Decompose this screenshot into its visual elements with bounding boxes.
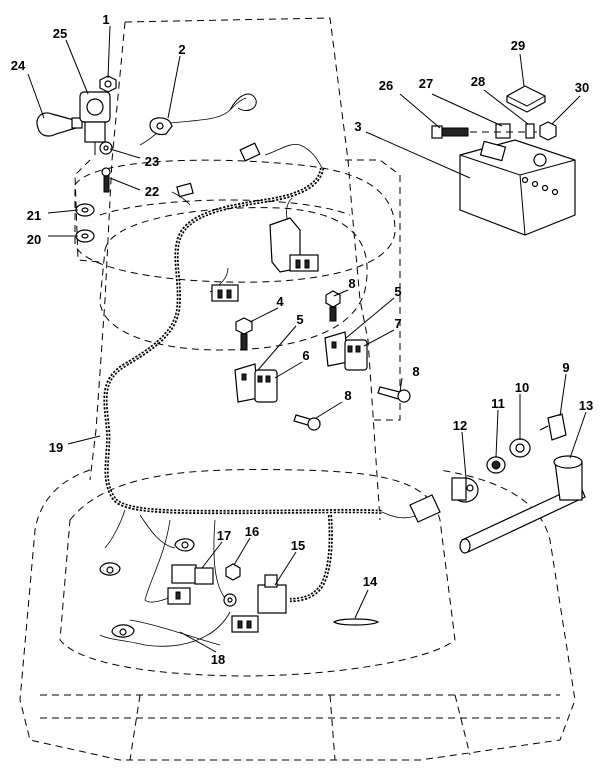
callout-8-lower: 8	[344, 388, 351, 403]
nut	[99, 75, 117, 93]
callout-21: 21	[27, 208, 41, 223]
callout-15: 15	[291, 538, 305, 553]
lock-washer	[75, 203, 95, 217]
callout-30: 30	[575, 80, 589, 95]
fuse	[332, 618, 380, 626]
brake-switch	[231, 574, 287, 633]
fuse-holder	[167, 564, 214, 605]
switch-washer	[486, 456, 506, 474]
ignition-key	[36, 112, 83, 137]
callout-7: 7	[394, 316, 401, 331]
callout-24: 24	[11, 58, 26, 73]
switch-nut	[509, 438, 531, 458]
callout-17: 17	[217, 528, 231, 543]
callout-18: 18	[211, 652, 225, 667]
callout-numbers: 1 2 3 4 5 5 6 7 8 8 8 9 10 11 12 13 14 1…	[11, 12, 593, 667]
callout-13: 13	[579, 398, 593, 413]
terminal-nut	[539, 121, 557, 141]
screw-lower	[293, 414, 321, 431]
callout-14: 14	[363, 574, 378, 589]
screw	[101, 167, 111, 193]
screw-top	[325, 290, 341, 322]
light-switch	[451, 477, 479, 503]
switch-bracket-right	[324, 331, 349, 367]
callout-11: 11	[491, 396, 505, 411]
callout-6: 6	[302, 348, 309, 363]
callout-16: 16	[245, 524, 259, 539]
callout-8-right: 8	[412, 364, 419, 379]
callout-5-left: 5	[296, 312, 303, 327]
battery-bolt	[431, 125, 469, 139]
callout-25: 25	[53, 26, 67, 41]
callout-4: 4	[276, 294, 284, 309]
flat-washer	[75, 229, 95, 243]
callout-9: 9	[562, 360, 569, 375]
switch-bracket-left	[234, 363, 259, 403]
callout-2: 2	[178, 42, 185, 57]
callout-19: 19	[49, 440, 63, 455]
callout-5-right: 5	[394, 284, 401, 299]
connector-plug	[176, 142, 261, 198]
ground-nut	[223, 563, 241, 607]
callout-23: 23	[145, 154, 159, 169]
leader-lines	[27, 25, 587, 653]
coiled-wire-harness	[103, 167, 383, 603]
interlock-switch-left	[254, 369, 278, 403]
ring-terminals	[99, 538, 195, 638]
harness-end-connector	[409, 494, 441, 523]
battery-pad	[506, 85, 546, 113]
callout-8-top: 8	[348, 276, 355, 291]
callout-3: 3	[354, 119, 361, 134]
callout-27: 27	[419, 76, 433, 91]
seat-switch-connector	[269, 217, 319, 273]
ground-wire	[149, 93, 257, 136]
interlock-switch-right	[344, 339, 368, 371]
screw-right	[377, 386, 411, 403]
callout-22: 22	[145, 184, 159, 199]
pto-connector	[211, 284, 239, 302]
battery-terminal	[470, 123, 556, 139]
wire-tube	[459, 455, 586, 554]
callout-20: 20	[27, 232, 41, 247]
callout-1: 1	[102, 12, 109, 27]
callout-12: 12	[453, 418, 467, 433]
callout-26: 26	[379, 78, 393, 93]
callout-29: 29	[511, 38, 525, 53]
retaining-clip	[539, 413, 567, 441]
battery	[459, 139, 576, 236]
terminal-boot	[525, 123, 535, 139]
ignition-switch	[79, 91, 111, 155]
callout-10: 10	[515, 380, 529, 395]
washer	[99, 141, 113, 155]
tractor-body-outline	[19, 17, 576, 761]
mounting-screw	[235, 317, 253, 351]
callout-28: 28	[471, 74, 485, 89]
